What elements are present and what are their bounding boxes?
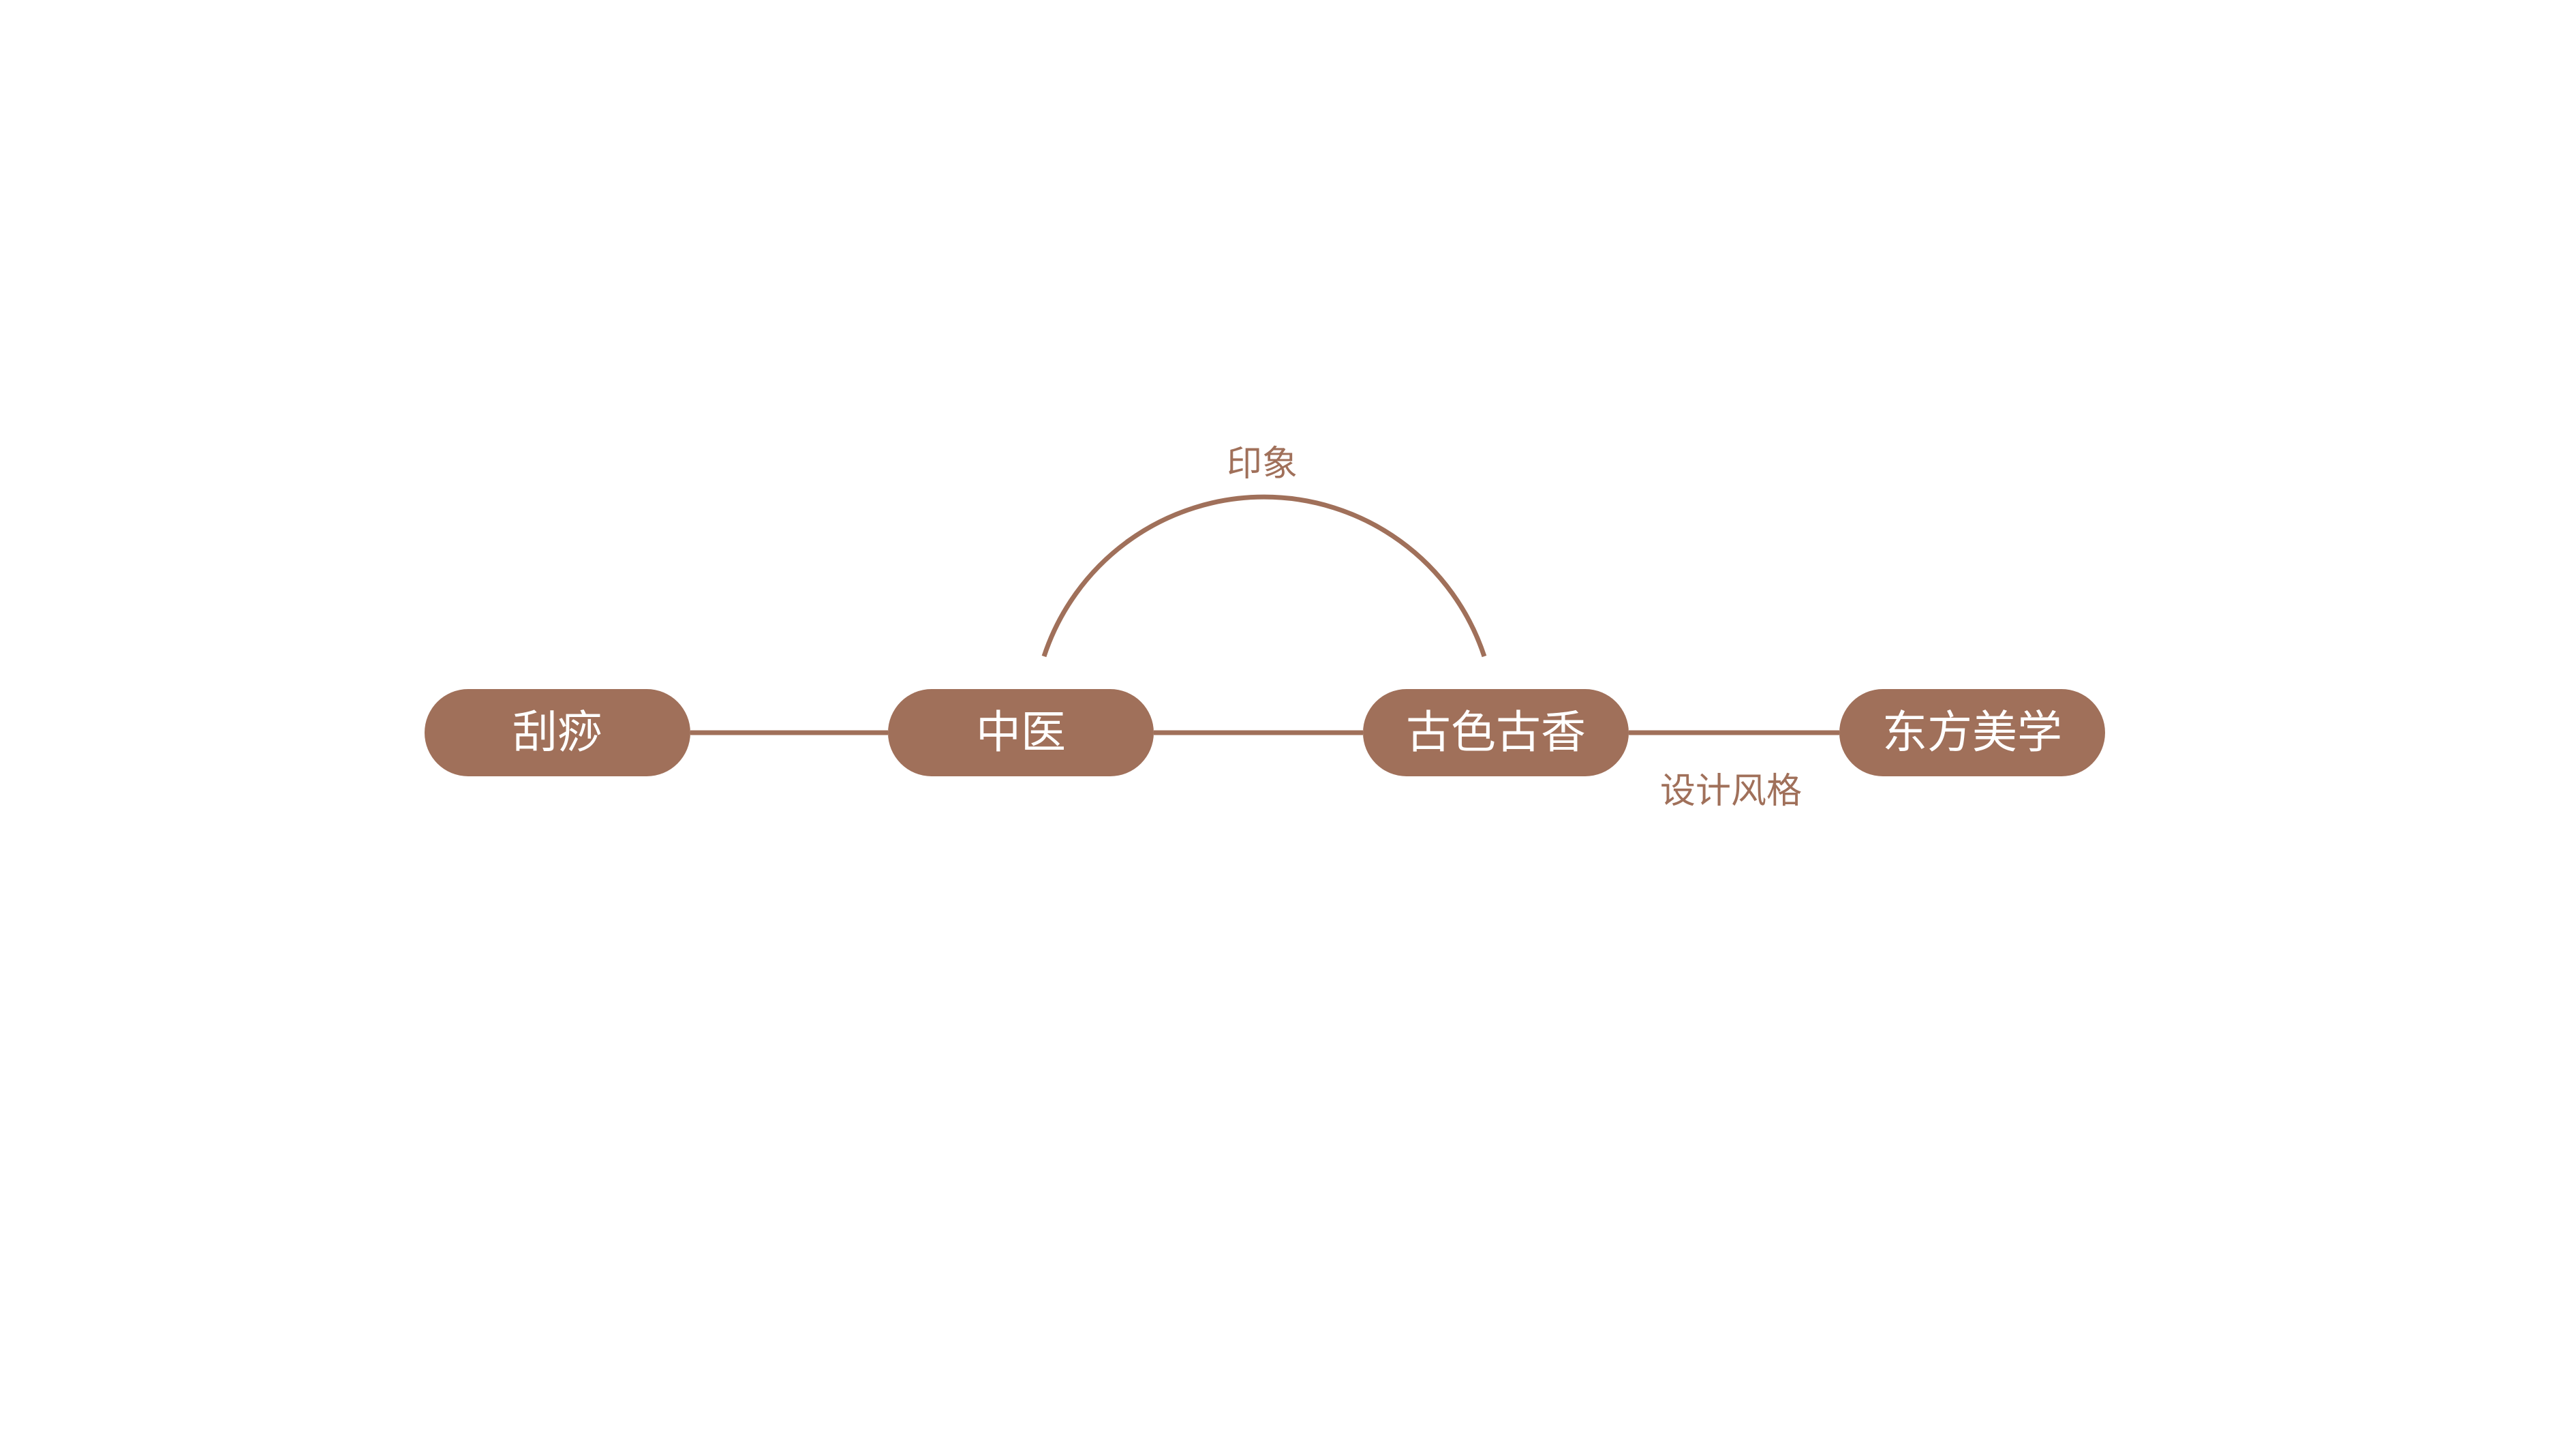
edge-label-design-style: 设计风格 bbox=[1660, 771, 1803, 812]
node-label: 刮痧 bbox=[512, 706, 602, 759]
node-eastern-aesthetics: 东方美学 bbox=[1839, 689, 2105, 776]
node-tcm: 中医 bbox=[888, 689, 1154, 776]
connector-arc-2-3 bbox=[1041, 494, 1487, 658]
node-label: 古色古香 bbox=[1406, 706, 1586, 759]
node-antique-style: 古色古香 bbox=[1363, 689, 1629, 776]
node-label: 中医 bbox=[976, 706, 1066, 759]
node-guasha: 刮痧 bbox=[425, 689, 690, 776]
node-label: 东方美学 bbox=[1882, 706, 2062, 759]
edge-label-impression: 印象 bbox=[1227, 444, 1298, 485]
